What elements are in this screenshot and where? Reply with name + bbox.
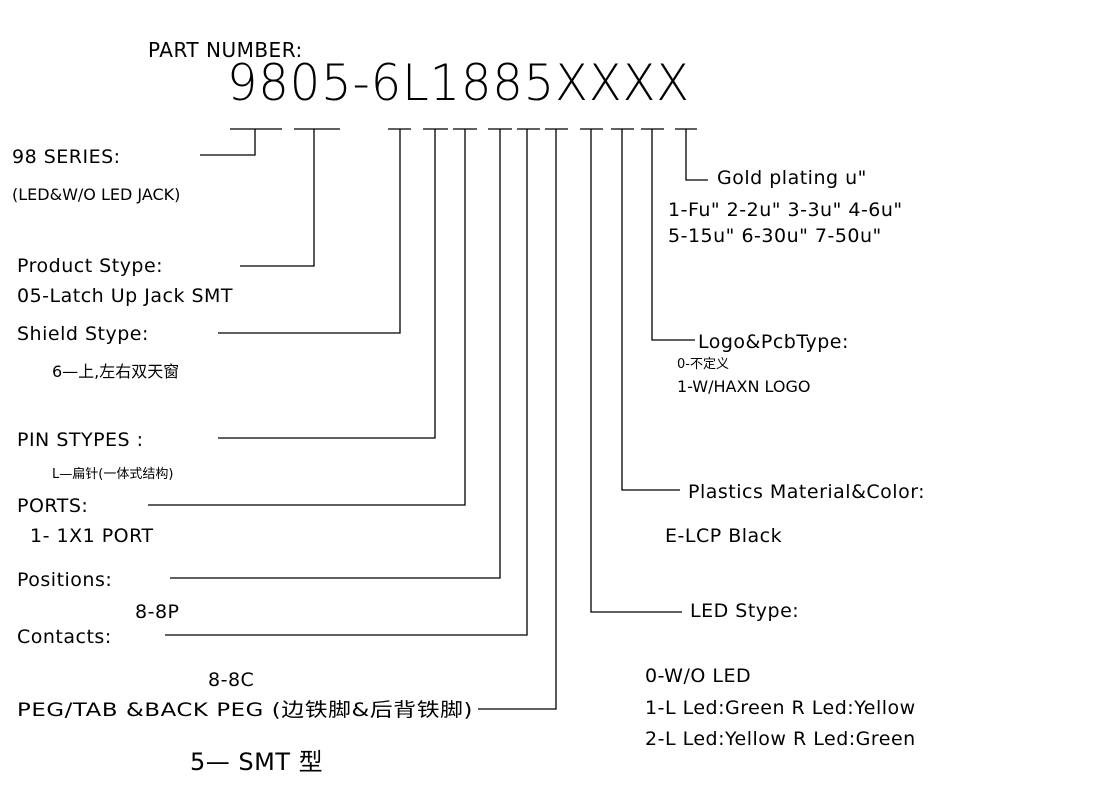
leader-gold <box>685 129 708 181</box>
leader-led <box>590 129 682 613</box>
positions-label: Positions: <box>17 569 112 591</box>
leader-positions <box>170 129 501 579</box>
series-desc: (LED&W/O LED JACK) <box>12 185 180 204</box>
part-number-code: 9805-6L1885XXXX <box>227 54 690 112</box>
product-label: Product Stype: <box>17 255 163 277</box>
leader-peg <box>478 129 557 710</box>
plastics-desc: E-LCP Black <box>665 525 782 547</box>
leader-contacts <box>165 129 528 636</box>
pin-desc: L—扁针(一体式结构) <box>52 467 173 482</box>
ports-label: PORTS: <box>17 495 88 517</box>
led-option: 2-L Led:Yellow R Led:Green <box>645 728 916 750</box>
logo-option: 1-W/HAXN LOGO <box>677 377 810 396</box>
contacts-label: Contacts: <box>17 626 112 648</box>
led-option: 1-L Led:Green R Led:Yellow <box>645 697 916 719</box>
leader-product <box>240 129 315 267</box>
peg-desc: 5— SMT 型 <box>190 748 323 776</box>
leader-ports <box>148 129 466 506</box>
pin-label: PIN STYPES : <box>17 429 144 451</box>
series-label: 98 SERIES: <box>12 146 121 168</box>
shield-desc: 6—上,左右双天窗 <box>52 362 179 381</box>
peg-label: PEG/TAB &BACK PEG (边铁脚&后背铁脚) <box>17 699 473 721</box>
product-desc: 05-Latch Up Jack SMT <box>17 285 233 307</box>
ports-desc: 1- 1X1 PORT <box>30 525 154 547</box>
leader-pin <box>218 129 436 439</box>
contacts-desc: 8-8C <box>208 669 254 691</box>
leader-plastics <box>621 129 680 491</box>
gold-label: Gold plating u" <box>717 167 867 189</box>
gold-option: 5-15u" 6-30u" 7-50u" <box>668 225 882 247</box>
led-label: LED Stype: <box>690 600 799 622</box>
leader-series <box>200 129 256 156</box>
gold-option: 1-Fu" 2-2u" 3-3u" 4-6u" <box>668 199 903 221</box>
shield-label: Shield Stype: <box>17 323 149 345</box>
led-option: 0-W/O LED <box>645 665 751 687</box>
leader-shield <box>218 129 401 334</box>
plastics-label: Plastics Material&Color: <box>688 481 925 503</box>
leader-logo <box>651 129 695 341</box>
logo-label: Logo&PcbType: <box>698 331 849 353</box>
positions-desc: 8-8P <box>135 601 180 623</box>
part-number-title: PART NUMBER: <box>148 38 303 62</box>
logo-option: 0-不定义 <box>677 357 729 372</box>
